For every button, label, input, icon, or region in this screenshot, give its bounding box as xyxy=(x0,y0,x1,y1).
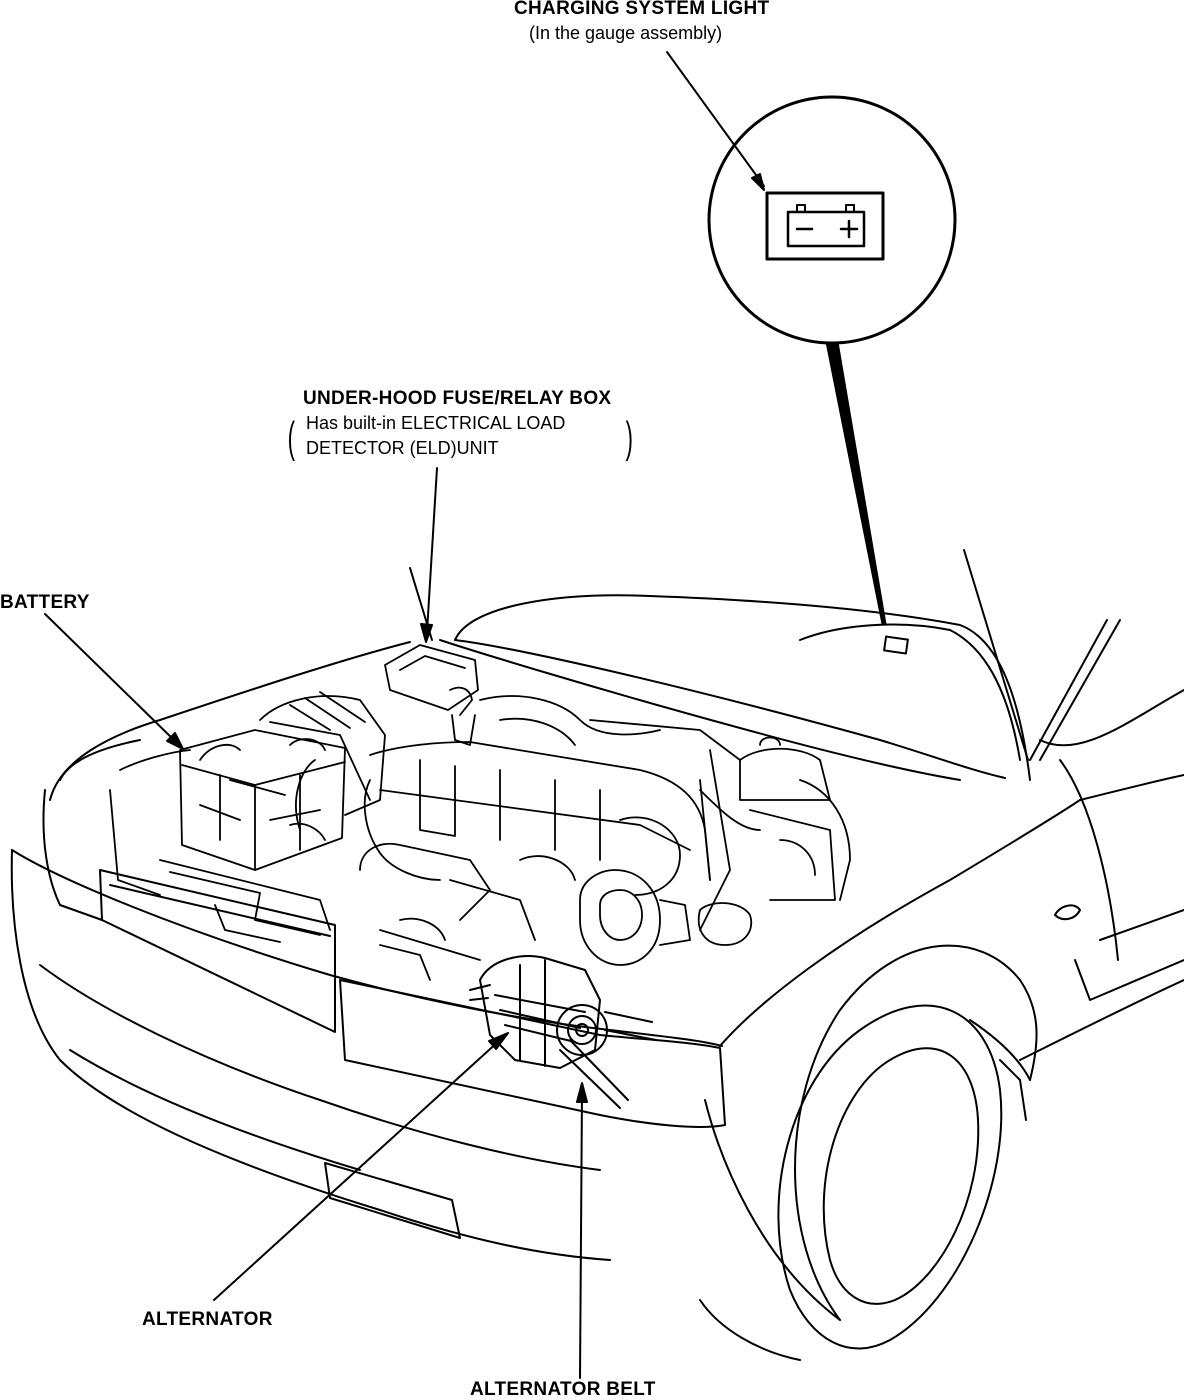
car-body xyxy=(10,641,1184,1361)
fuse-relay-box xyxy=(384,644,479,746)
battery-warning-icon xyxy=(765,191,885,261)
leader-lines xyxy=(44,51,765,1379)
inset-pointer xyxy=(825,341,887,625)
charging-system-light-label: CHARGING SYSTEM LIGHT xyxy=(514,0,770,19)
fuse-relay-box-note-line1: Has built-in ELECTRICAL LOAD xyxy=(306,413,566,433)
gauge-marker xyxy=(883,635,909,655)
charging-system-light-note: (In the gauge assembly) xyxy=(529,23,723,43)
battery-unit xyxy=(179,729,346,871)
fuse-note-open-paren: ( xyxy=(287,413,295,462)
alternator-unit xyxy=(469,955,657,1109)
alternator-belt-label: ALTERNATOR BELT xyxy=(470,1379,656,1400)
fuse-relay-box-note-line2: DETECTOR (ELD)UNIT xyxy=(306,438,499,458)
battery-label: BATTERY xyxy=(0,592,90,613)
alternator-label: ALTERNATOR xyxy=(142,1309,273,1330)
fuse-relay-box-label: UNDER-HOOD FUSE/RELAY BOX xyxy=(303,388,612,409)
engine xyxy=(109,644,851,1109)
fuse-note-close-paren: ) xyxy=(625,413,633,462)
hood xyxy=(409,549,1121,781)
gauge-inset xyxy=(707,95,957,655)
